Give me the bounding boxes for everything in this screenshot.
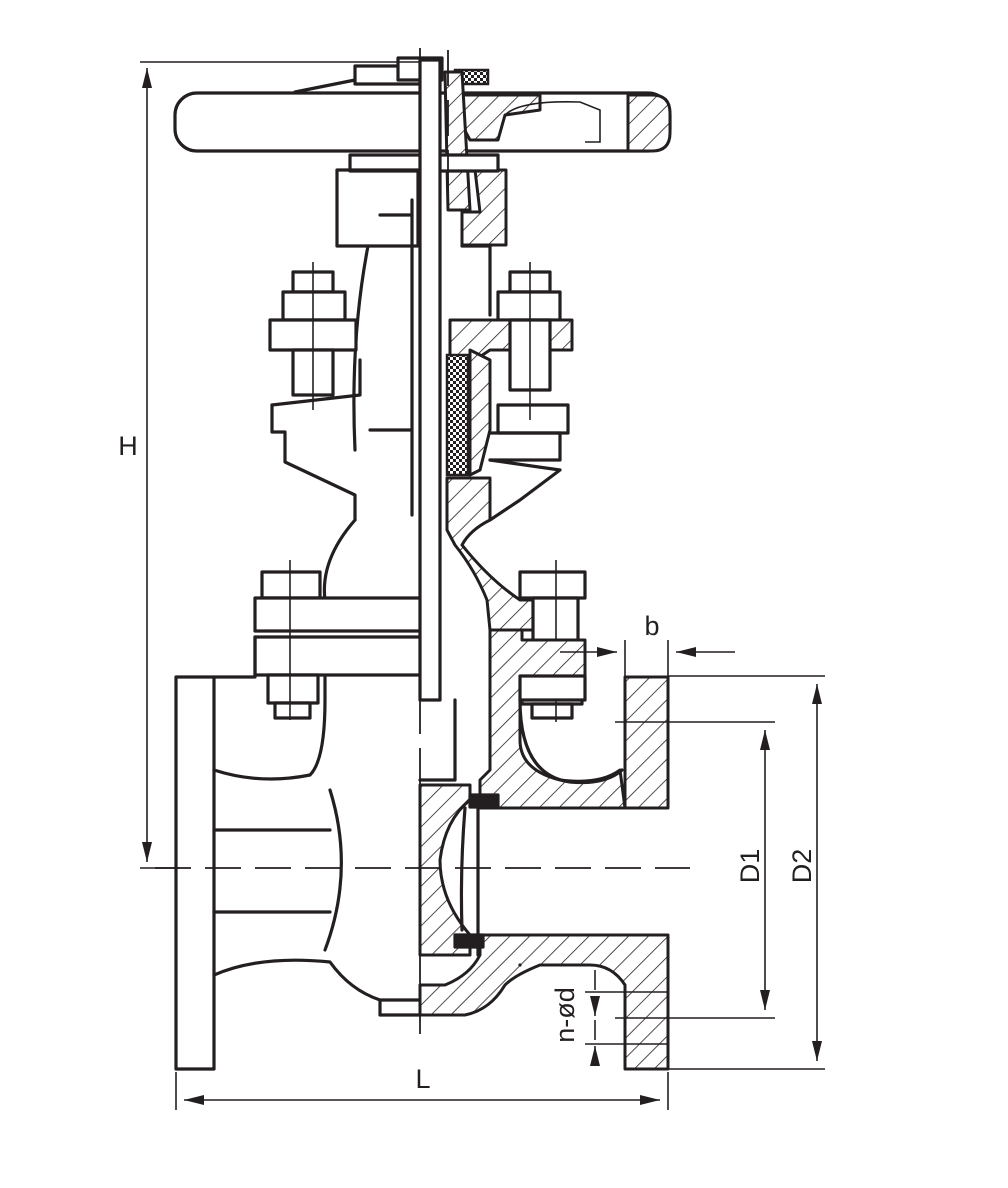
gate-wedge — [418, 698, 500, 957]
stem — [418, 50, 449, 702]
body-bolt-left — [253, 560, 427, 720]
dimension-bolt-holes: n-ød — [550, 970, 668, 1066]
label-bolt-holes: n-ød — [550, 987, 580, 1043]
label-d1: D1 — [735, 849, 765, 884]
gland-bolt-left — [268, 262, 358, 410]
dimension-d1: D1 — [615, 721, 775, 1019]
dimension-h: H — [118, 61, 420, 869]
label-l: L — [415, 1064, 430, 1094]
label-d2: D2 — [787, 849, 817, 884]
dimension-b: b — [560, 611, 735, 676]
gland-bolt-right — [448, 262, 574, 462]
valve-body-left — [174, 635, 422, 1071]
center-lines — [155, 48, 690, 1040]
valve-body-right — [418, 628, 670, 1071]
label-h: H — [118, 431, 138, 461]
bonnet — [322, 348, 567, 632]
yoke — [270, 168, 492, 522]
dimension-d2: D2 — [668, 675, 825, 1070]
label-b: b — [644, 611, 659, 641]
dimension-l: L — [175, 1064, 669, 1110]
